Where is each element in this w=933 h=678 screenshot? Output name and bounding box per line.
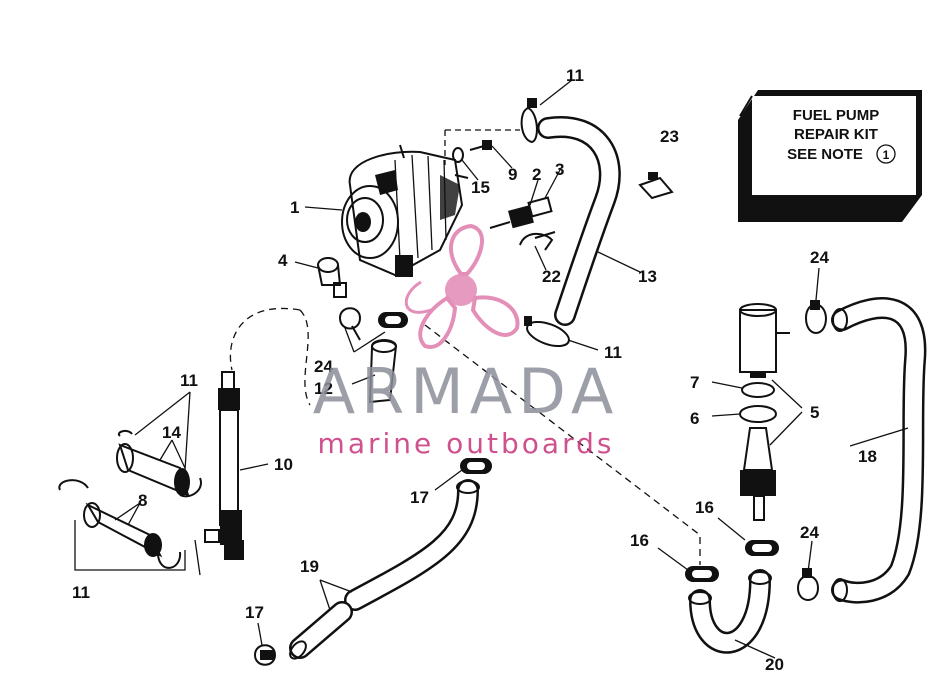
leader-lines: [114, 79, 909, 659]
fitting-2-3: [489, 196, 553, 229]
callout-11: 11: [72, 583, 90, 602]
grommet-16-right: [745, 540, 779, 556]
note-circle-icon: [876, 144, 896, 164]
hose-20: [688, 569, 772, 654]
hose-19: [289, 601, 353, 660]
callout-4: 4: [278, 251, 288, 270]
callout-2: 2: [532, 165, 541, 184]
connector-14: [116, 429, 202, 498]
check-valve-4: [317, 257, 347, 298]
callout-9: 9: [508, 165, 517, 184]
bracket-line: [194, 539, 201, 576]
filter-base: [740, 427, 776, 521]
callout-5: 5: [810, 403, 819, 422]
callout-16: 16: [630, 531, 649, 550]
grommet-17-top: [460, 458, 492, 474]
o-ring-6: [739, 405, 777, 423]
callout-19: 19: [300, 557, 319, 576]
callout-20: 20: [765, 655, 784, 674]
callout-17: 17: [410, 488, 429, 507]
callout-3: 3: [555, 160, 564, 179]
hose-18: [831, 297, 927, 604]
callout-6: 6: [690, 409, 699, 428]
watermark-tagline: marine outboards: [318, 427, 615, 460]
callout-24: 24: [800, 523, 819, 542]
callout-11: 11: [604, 343, 622, 362]
clamp-17-bottom: [254, 644, 277, 666]
fuel-line-10: [204, 371, 244, 560]
callout-15: 15: [471, 178, 490, 197]
watermark-brand: ARMADA: [313, 355, 619, 428]
callout-13: 13: [638, 267, 657, 286]
connector-8: [58, 479, 182, 569]
routing-dash-line: [229, 307, 301, 371]
callout-24: 24: [810, 248, 829, 267]
callout-7: 7: [690, 373, 699, 392]
clamp-11-mid: [524, 316, 570, 348]
callout-17: 17: [245, 603, 264, 622]
clip-22: [519, 231, 556, 251]
clamp-24-left: [339, 307, 362, 341]
clamp-24-lower-right: [797, 568, 820, 601]
connector-23: [638, 172, 674, 200]
callout-8: 8: [138, 491, 147, 510]
kit-note-ref: 1: [883, 148, 890, 162]
callout-16: 16: [695, 498, 714, 517]
screw-9: [452, 140, 492, 163]
fuel-pump: [341, 144, 469, 277]
callout-23: 23: [660, 127, 679, 146]
clamp-24-upper-right: [805, 300, 828, 334]
repair-kit-box: FUEL PUMP REPAIR KIT SEE NOTE 1: [738, 90, 922, 222]
callout-12: 12: [314, 379, 333, 398]
sleeve-12: [368, 339, 398, 404]
kit-line-1: FUEL PUMP: [793, 107, 879, 124]
kit-line-2: REPAIR KIT: [794, 126, 878, 143]
callout-22: 22: [542, 267, 561, 286]
callout-1: 1: [290, 198, 299, 217]
callout-10: 10: [274, 455, 293, 474]
hose-17: [344, 479, 480, 611]
clamp-11-top: [520, 98, 538, 144]
callout-11: 11: [566, 66, 584, 85]
callout-24: 24: [314, 357, 333, 376]
callout-18: 18: [858, 447, 877, 466]
callout-labels: 1 11 23 2 3 9 15 4 22 13 24 11 24 12 7 5…: [72, 66, 877, 674]
grommet-16-left: [685, 566, 719, 582]
propeller-logo-icon: [404, 223, 520, 349]
kit-line-3: SEE NOTE: [787, 146, 863, 163]
callout-14: 14: [162, 423, 181, 442]
grommet-24-right: [378, 312, 408, 328]
callout-11: 11: [180, 371, 198, 390]
routing-dash-line: [444, 129, 520, 165]
routing-dash-line: [299, 309, 311, 406]
hose-13: [537, 116, 621, 326]
armada-watermark: ARMADA marine outboards: [313, 223, 619, 460]
routing-dash-line: [424, 324, 701, 565]
o-ring-7: [741, 382, 775, 398]
fuel-filter-5: [739, 303, 790, 378]
bracket-line: [74, 520, 186, 571]
